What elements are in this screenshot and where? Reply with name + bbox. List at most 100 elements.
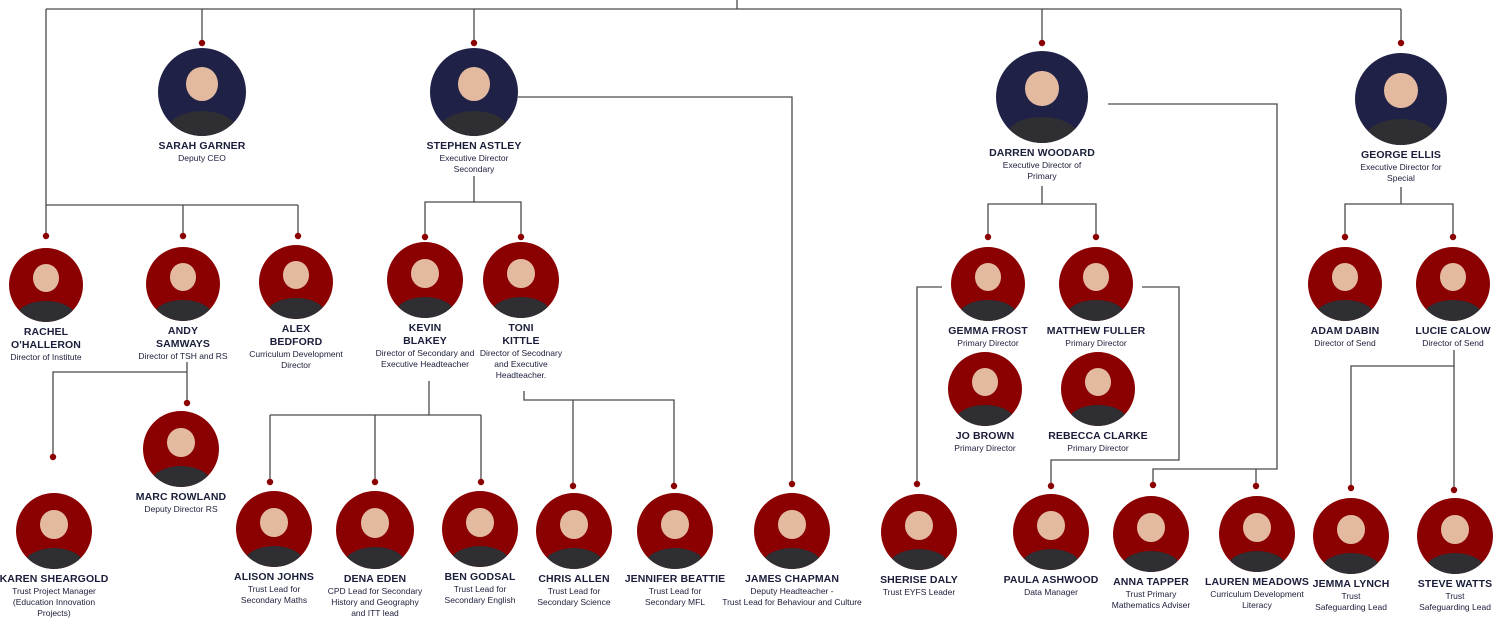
person-role: Trust Lead for Secondary MFL — [645, 586, 705, 607]
person-role: Executive Director for Special — [1360, 162, 1442, 183]
person-photo-icon — [158, 48, 246, 136]
person-role: Primary Director — [957, 338, 1019, 348]
person-role: Director of TSH and RS — [138, 351, 228, 361]
person-photo-icon — [1416, 247, 1490, 321]
connector-line — [1350, 350, 1455, 488]
person-photo-icon — [9, 248, 83, 322]
person-photo-icon — [1013, 494, 1089, 570]
person-name: JAMES CHAPMAN — [744, 573, 840, 585]
person-name: GEORGE ELLIS — [1361, 149, 1441, 161]
connector-dot — [1347, 484, 1355, 492]
person-name: SARAH GARNER — [158, 140, 246, 152]
person-role: Deputy CEO — [178, 153, 226, 163]
person-name: KEVIN BLAKEY — [403, 322, 447, 347]
connector-dot — [1038, 39, 1046, 47]
person-name: BEN GODSAL — [444, 571, 516, 583]
connector-line — [474, 201, 522, 237]
person-role: Director of Secodnary and Executive Head… — [479, 348, 563, 380]
person-photo-icon — [1313, 498, 1389, 574]
person-role: Trust Lead for Secondary English — [444, 584, 516, 605]
person-role: Curriculum Development Director — [249, 349, 343, 370]
person-photo-icon — [430, 48, 518, 136]
connector-line — [1401, 203, 1454, 237]
person-role: Deputy Headteacher - Trust Lead for Beha… — [722, 586, 862, 607]
person-name: MARC ROWLAND — [135, 491, 227, 503]
person-name: ADAM DABIN — [1310, 325, 1380, 337]
connector-line — [518, 96, 793, 484]
person-photo-icon — [336, 491, 414, 569]
person-name: ANDY SAMWAYS — [156, 325, 210, 350]
person-photo-icon — [1113, 496, 1189, 572]
connector-dot — [266, 478, 274, 486]
person-role: CPD Lead for Secondary History and Geogr… — [327, 586, 423, 618]
connector-dot — [1149, 481, 1157, 489]
person-photo-icon — [16, 493, 92, 569]
person-role: Trust Project Manager (Education Innovat… — [12, 586, 96, 618]
connector-dot — [477, 478, 485, 486]
person-name: KAREN SHEARGOLD — [0, 573, 109, 585]
connector-dot — [49, 453, 57, 461]
connector-dot — [1449, 233, 1457, 241]
person-name: REBECCA CLARKE — [1048, 430, 1148, 442]
connector-line — [523, 391, 675, 486]
person-name: DARREN WOODARD — [989, 147, 1095, 159]
person-photo-icon — [951, 247, 1025, 321]
person-photo-icon — [259, 245, 333, 319]
person-name: JO BROWN — [955, 430, 1015, 442]
person-photo-icon — [637, 493, 713, 569]
person-photo-icon — [1417, 498, 1493, 574]
connector-dot — [984, 233, 992, 241]
connector-line — [987, 186, 1043, 237]
person-role: Trust Primary Mathematics Adviser — [1111, 589, 1191, 610]
person-photo-icon — [536, 493, 612, 569]
connector-dot — [1252, 482, 1260, 490]
person-role: Trust Safeguarding Lead — [1419, 591, 1491, 612]
connector-dot — [183, 399, 191, 407]
person-photo-icon — [442, 491, 518, 567]
person-role: Director of Send — [1314, 338, 1376, 348]
connector-dot — [569, 482, 577, 490]
person-role: Data Manager — [1024, 587, 1078, 597]
connector-line — [916, 286, 942, 484]
connector-dot — [788, 480, 796, 488]
connector-dot — [1341, 233, 1349, 241]
person-role: Trust EYFS Leader — [882, 587, 956, 597]
connector-dot — [517, 233, 525, 241]
connector-dot — [1092, 233, 1100, 241]
person-photo-icon — [483, 242, 559, 318]
connector-dot — [1397, 39, 1405, 47]
connector-dot — [371, 478, 379, 486]
connector-line — [1344, 187, 1402, 237]
person-role: Primary Director — [1067, 443, 1129, 453]
person-name: JEMMA LYNCH — [1312, 578, 1390, 590]
person-role: Primary Director — [1065, 338, 1127, 348]
person-name: STEPHEN ASTLEY — [426, 140, 522, 152]
person-name: PAULA ASHWOOD — [1003, 574, 1099, 586]
person-photo-icon — [236, 491, 312, 567]
person-role: Trust Lead for Secondary Science — [537, 586, 611, 607]
person-name: RACHEL O'HALLERON — [11, 326, 81, 351]
connector-dot — [1047, 482, 1055, 490]
person-photo-icon — [1061, 352, 1135, 426]
person-photo-icon — [1308, 247, 1382, 321]
person-photo-icon — [1219, 496, 1295, 572]
